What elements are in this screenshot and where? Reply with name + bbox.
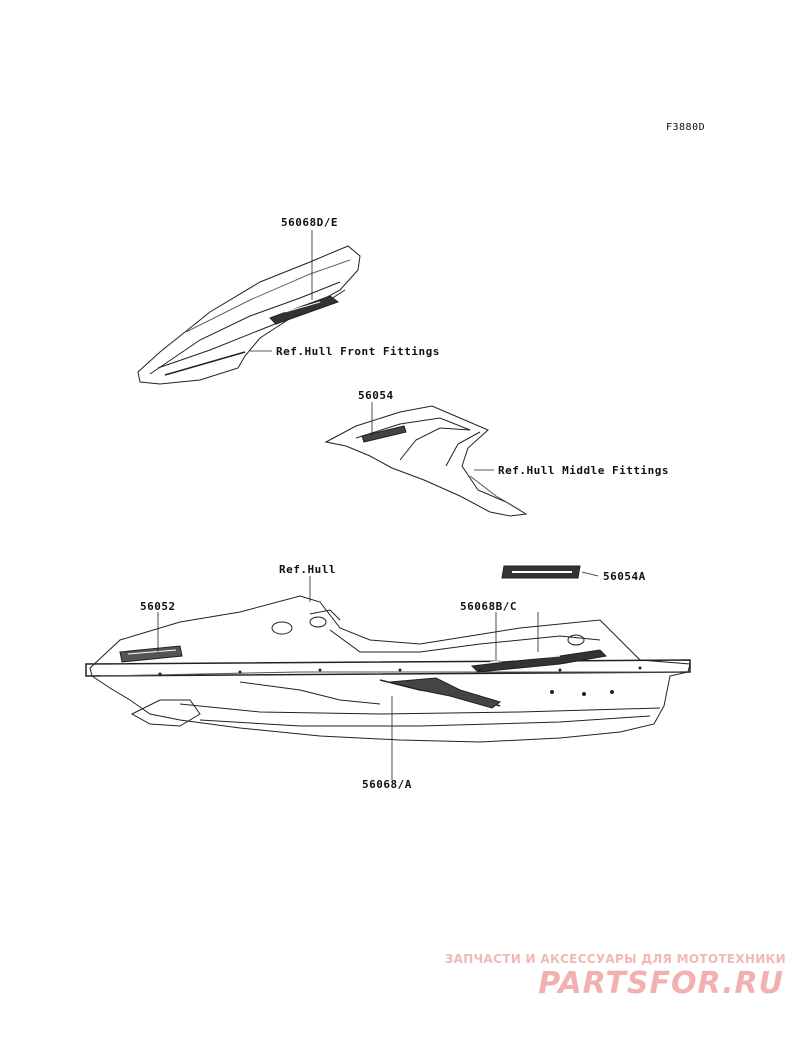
middle-fitting-part <box>324 405 528 517</box>
callout-ref-hull[interactable]: Ref.Hull <box>279 563 336 576</box>
watermark-logo: PARTSFOR.RU <box>538 966 784 1001</box>
callout-56068de[interactable]: 56068D/E <box>281 216 338 229</box>
leader-lines <box>157 230 599 780</box>
callout-56054[interactable]: 56054 <box>358 389 394 402</box>
side-graphic <box>389 677 502 709</box>
middle-decal-stripe <box>361 425 407 443</box>
figure-id: F3880D <box>666 122 706 133</box>
watermark-subtitle: ЗАПЧАСТИ И АКСЕССУАРЫ ДЛЯ МОТОТЕХНИКИ <box>444 952 786 966</box>
front-decal-stripe <box>269 295 340 325</box>
callout-56068bc[interactable]: 56068B/C <box>460 600 517 613</box>
callout-56068a[interactable]: 56068/A <box>362 778 412 791</box>
callout-ref-hull-front[interactable]: Ref.Hull Front Fittings <box>276 345 440 358</box>
front-fitting-part <box>137 245 361 385</box>
rear-decal-graphic <box>119 645 183 663</box>
hull-body <box>85 595 691 743</box>
callout-ref-hull-middle[interactable]: Ref.Hull Middle Fittings <box>498 464 669 477</box>
callout-56054a[interactable]: 56054A <box>603 570 646 583</box>
callout-56052[interactable]: 56052 <box>140 600 176 613</box>
